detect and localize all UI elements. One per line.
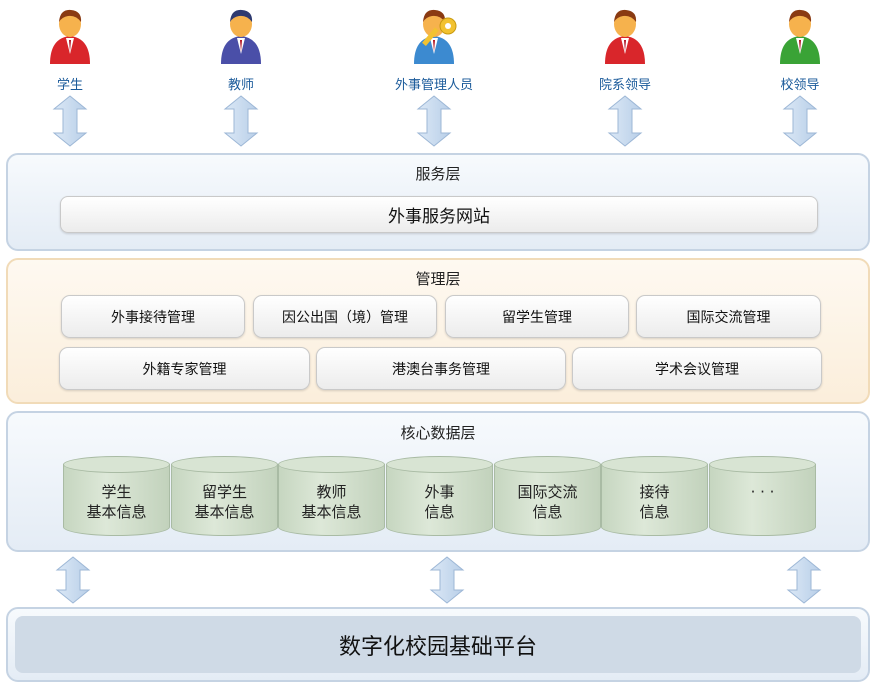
double-arrow-icon	[607, 95, 643, 147]
cylinder-body	[494, 464, 601, 536]
data-store[interactable]: 接待信息	[601, 456, 708, 536]
double-arrow-icon	[786, 556, 822, 604]
double-arrow-icon	[782, 95, 818, 147]
data-store-label: 信息	[532, 503, 563, 521]
data-store-label: 基本信息	[194, 503, 255, 521]
management-layer: 管理层 外事接待管理 因公出国（境）管理 留学生管理 国际交流管理 外籍专家管理…	[6, 258, 870, 404]
cylinder-body	[709, 464, 816, 536]
user-role: 校领导	[740, 4, 860, 93]
cylinder-body	[63, 464, 170, 536]
data-store-label: 国际交流	[517, 483, 578, 501]
foreign-affairs-website[interactable]: 外事服务网站	[60, 196, 818, 233]
cylinder-top	[171, 456, 278, 473]
person-icon	[414, 9, 457, 64]
double-arrow-icon	[416, 95, 452, 147]
user-role-label: 外事管理人员	[394, 78, 473, 93]
data-store[interactable]: 国际交流信息	[494, 456, 601, 536]
cylinder-body	[601, 464, 708, 536]
user-role: 院系领导	[565, 4, 685, 93]
user-role: 教师	[181, 4, 301, 93]
user-role-label: 院系领导	[598, 78, 651, 93]
data-store[interactable]: 外事信息	[386, 456, 493, 536]
service-layer-title: 服务层	[415, 165, 461, 183]
cylinder-body	[386, 464, 493, 536]
platform-title: 数字化校园基础平台	[15, 616, 861, 673]
cylinder-top	[278, 456, 385, 473]
data-store-label: 信息	[639, 503, 670, 521]
data-store-label: 外事	[424, 483, 455, 501]
double-arrow-icon	[52, 95, 88, 147]
data-store-label: 基本信息	[301, 503, 362, 521]
data-store-label: · · ·	[750, 483, 775, 501]
data-store-label: 学生	[101, 483, 132, 501]
user-role: 外事管理人员	[374, 4, 494, 93]
data-store[interactable]: 学生基本信息	[63, 456, 170, 536]
module-reception[interactable]: 外事接待管理	[61, 295, 245, 338]
platform-layer: 数字化校园基础平台	[6, 607, 870, 682]
data-store-label: 接待	[639, 483, 670, 501]
user-role: 学生	[10, 4, 130, 93]
core-data-layer: 核心数据层 学生基本信息留学生基本信息教师基本信息外事信息国际交流信息接待信息·…	[6, 411, 870, 552]
module-hk-macau-taiwan[interactable]: 港澳台事务管理	[316, 347, 566, 390]
cylinder-body	[171, 464, 278, 536]
data-store[interactable]: 留学生基本信息	[171, 456, 278, 536]
module-intl-students[interactable]: 留学生管理	[445, 295, 629, 338]
person-icon	[50, 9, 90, 64]
cylinder-top	[709, 456, 816, 473]
cylinder-top	[601, 456, 708, 473]
cylinder-top	[386, 456, 493, 473]
data-store[interactable]: 教师基本信息	[278, 456, 385, 536]
cylinder-top	[494, 456, 601, 473]
data-store-label: 教师	[316, 483, 347, 501]
person-icon	[221, 9, 261, 64]
service-layer: 服务层 外事服务网站	[6, 153, 870, 251]
module-foreign-experts[interactable]: 外籍专家管理	[59, 347, 310, 390]
data-store[interactable]: · · ·	[709, 456, 816, 536]
management-layer-title: 管理层	[415, 270, 461, 288]
double-arrow-icon	[55, 556, 91, 604]
data-store-label: 信息	[424, 503, 455, 521]
user-role-label: 校领导	[780, 78, 820, 93]
core-data-layer-title: 核心数据层	[400, 424, 476, 442]
module-outbound[interactable]: 因公出国（境）管理	[253, 295, 437, 338]
cylinder-top	[63, 456, 170, 473]
data-store-label: 留学生	[201, 483, 247, 501]
person-icon	[780, 9, 820, 64]
person-icon	[605, 9, 645, 64]
module-conferences[interactable]: 学术会议管理	[572, 347, 822, 390]
user-role-label: 教师	[227, 78, 254, 93]
double-arrow-icon	[429, 556, 465, 604]
module-intl-exchange[interactable]: 国际交流管理	[636, 295, 821, 338]
double-arrow-icon	[223, 95, 259, 147]
data-store-label: 基本信息	[86, 503, 147, 521]
user-role-label: 学生	[56, 78, 83, 93]
